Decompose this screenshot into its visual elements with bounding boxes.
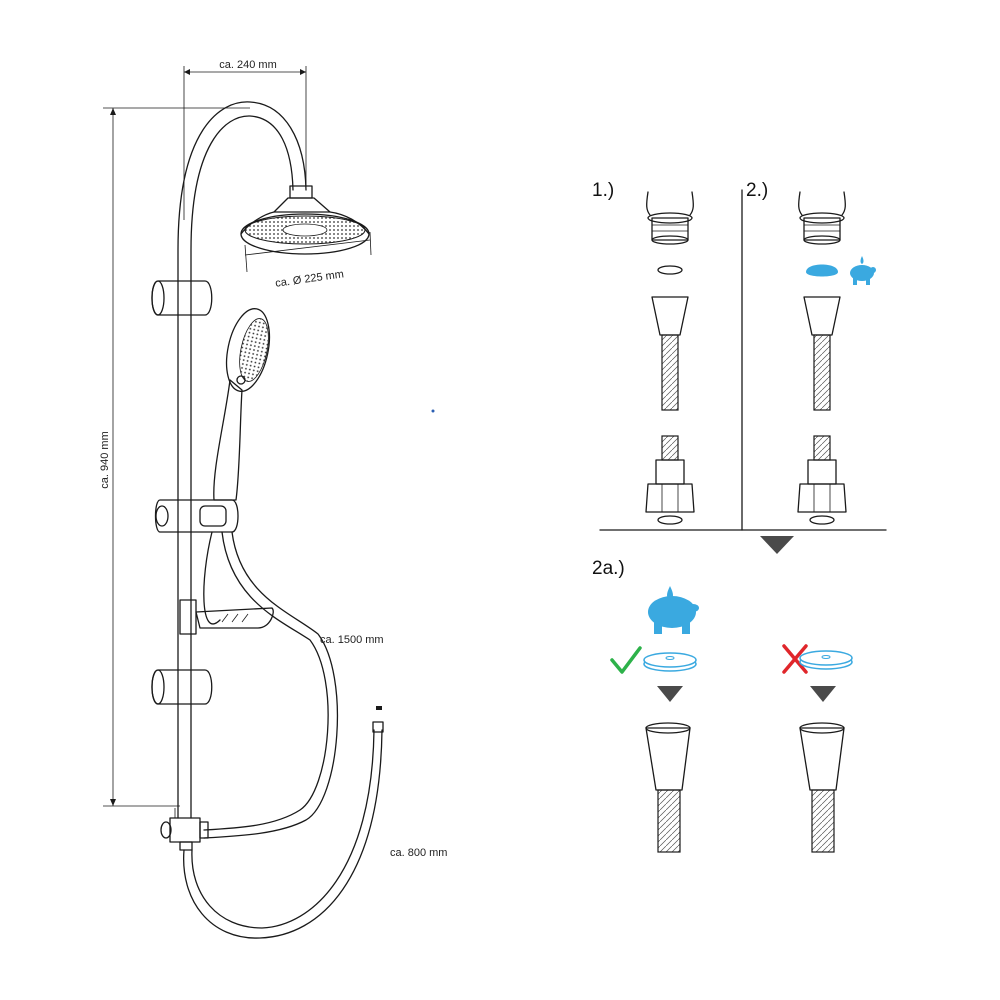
short-hose: ca. 800 mm bbox=[183, 706, 447, 939]
step-2-assembly bbox=[797, 191, 876, 525]
riser-pipe bbox=[177, 101, 307, 819]
hand-shower bbox=[213, 308, 271, 501]
shower-system-drawing: ca. 240 mm ca. 940 mm bbox=[99, 59, 447, 939]
piggy-bank-icon-small bbox=[850, 256, 876, 285]
cross-mark-icon bbox=[782, 644, 808, 674]
piggy-bank-icon bbox=[648, 586, 699, 634]
step-2a-label: 2a.) bbox=[592, 558, 625, 579]
long-hose-label: ca. 1500 mm bbox=[320, 634, 384, 646]
height-dimension: ca. 940 mm bbox=[99, 107, 250, 807]
down-arrow-icon bbox=[760, 536, 794, 554]
down-arrow-icon-correct bbox=[657, 686, 683, 702]
head-diameter-label: ca. Ø 225 mm bbox=[275, 268, 345, 289]
lower-wall-bracket bbox=[151, 669, 213, 705]
width-label: ca. 240 mm bbox=[219, 59, 276, 71]
rain-shower-head bbox=[240, 185, 370, 255]
step-2a-correct bbox=[610, 586, 699, 853]
installation-steps: 1.) 2.) 2a.) bbox=[592, 180, 887, 853]
height-label: ca. 940 mm bbox=[99, 431, 111, 488]
water-saver-disc-correct bbox=[643, 652, 697, 672]
check-mark-icon bbox=[610, 646, 642, 674]
width-dimension: ca. 240 mm bbox=[183, 59, 307, 220]
step-2a-wrong bbox=[782, 644, 853, 853]
long-hose: ca. 1500 mm bbox=[203, 531, 384, 839]
step-1-washer bbox=[657, 265, 683, 275]
short-hose-label: ca. 800 mm bbox=[390, 847, 447, 859]
slide-holder bbox=[154, 499, 239, 625]
upper-wall-bracket bbox=[151, 280, 213, 316]
step-2-label: 2.) bbox=[746, 180, 768, 201]
stray-dot bbox=[431, 409, 435, 413]
step-1-assembly bbox=[645, 191, 695, 525]
water-saver-disc-wrong bbox=[799, 650, 853, 670]
step-1-label: 1.) bbox=[592, 180, 614, 201]
down-arrow-icon-wrong bbox=[810, 686, 836, 702]
water-saver-disc-icon bbox=[806, 264, 838, 277]
diverter-valve bbox=[160, 808, 209, 851]
soap-dish bbox=[179, 599, 274, 635]
